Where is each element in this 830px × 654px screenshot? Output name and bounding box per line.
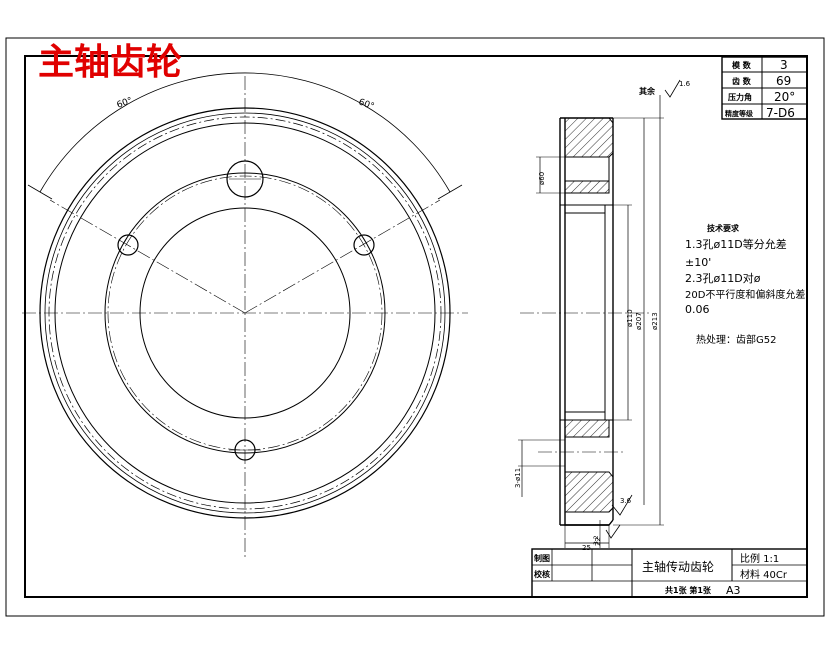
angle-left-label: 60° [116,96,134,111]
param-value-grade: 7-D6 [766,106,795,120]
surface-note-label: 其余 [639,86,656,96]
param-value-teeth: 69 [776,74,791,88]
dim-holes: 3-ø11 [514,468,522,488]
tech-line-5: 0.06 [685,303,710,316]
angle-right-label: 60° [357,97,375,112]
tech-line-4: 20D不平行度和偏斜度允差 [685,288,805,301]
param-value-module: 3 [780,58,788,72]
title-size: A3 [726,584,741,597]
inner-frame [24,55,808,598]
overlay-title: 主轴齿轮 [38,41,182,83]
tech-heading: 技术要求 [707,223,740,233]
tech-heat: 热处理：齿部G52 [696,333,776,346]
dim-d1: ø110 [626,309,634,327]
param-label-teeth: 齿 数 [732,76,752,86]
tech-line-2: ±10' [685,256,711,269]
roughness-right: 3.6 [620,497,632,505]
param-label-pressure: 压力角 [728,92,752,102]
hole-right [353,234,375,256]
title-checked: 校核 [534,569,550,579]
dim-width: 25 [582,544,591,552]
surface-note-value: 1.6 [679,80,691,88]
title-sheets: 共1张 第1张 [665,585,712,595]
title-scale: 比例 1:1 [740,552,779,565]
tech-line-1: 1.3孔ø11D等分允差 [685,237,787,251]
hole-left [117,234,139,256]
title-block [531,548,808,598]
dim-bore-small: ø60 [538,172,546,185]
section-view [518,79,681,548]
param-value-pressure: 20° [774,90,795,104]
title-material: 材料 40Cr [740,568,788,581]
param-label-grade: 精度等级 [725,109,754,118]
dim-d2: ø207 [635,312,643,330]
param-table [721,56,808,120]
title-part-name: 主轴传动齿轮 [642,559,714,574]
front-view [22,72,468,560]
dim-d3: ø213 [651,312,659,330]
roughness-small: 3.2 [593,535,600,545]
title-drawn: 制图 [534,553,550,563]
dim-chamfer: 22 [594,537,602,546]
outer-frame [5,37,825,617]
param-label-module: 模 数 [732,60,752,70]
tech-line-3: 2.3孔ø11D对ø [685,271,761,285]
